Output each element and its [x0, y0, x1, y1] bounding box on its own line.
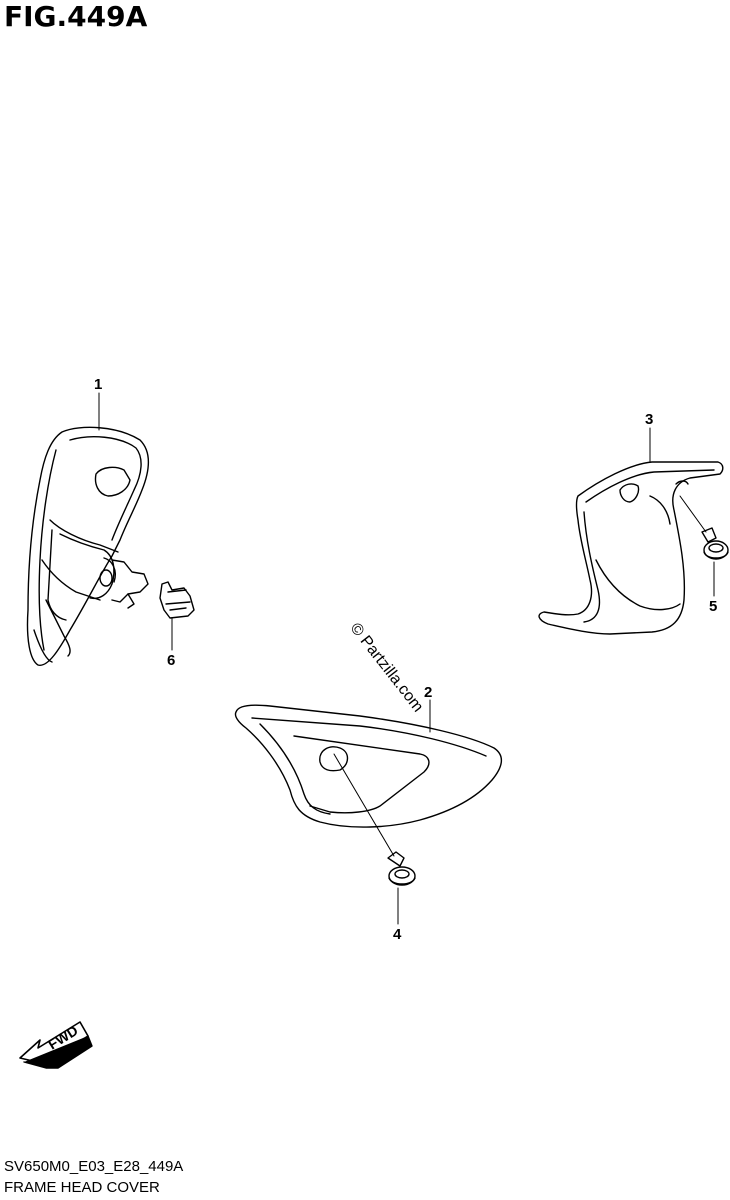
callout-2: 2 [424, 684, 433, 701]
part-4-bolt[interactable] [387, 851, 416, 886]
callout-3: 3 [645, 411, 654, 428]
callout-4: 4 [393, 926, 402, 943]
part-1-left-cover[interactable] [26, 426, 150, 666]
fwd-arrow-icon [19, 1021, 93, 1069]
leader-lines [98, 392, 715, 925]
section-name: FRAME HEAD COVER [4, 1179, 160, 1196]
callout-5: 5 [709, 598, 718, 615]
part-5-bolt[interactable] [701, 527, 729, 560]
callout-1: 1 [94, 376, 103, 393]
figure-title: FIG.449A [4, 0, 148, 33]
part-2-center-cover[interactable] [234, 704, 502, 828]
callout-6: 6 [167, 652, 176, 669]
part-6-clip-nut[interactable] [159, 581, 195, 619]
drawing-code: SV650M0_E03_E28_449A [4, 1158, 184, 1175]
part-3-right-cover[interactable] [538, 461, 724, 635]
